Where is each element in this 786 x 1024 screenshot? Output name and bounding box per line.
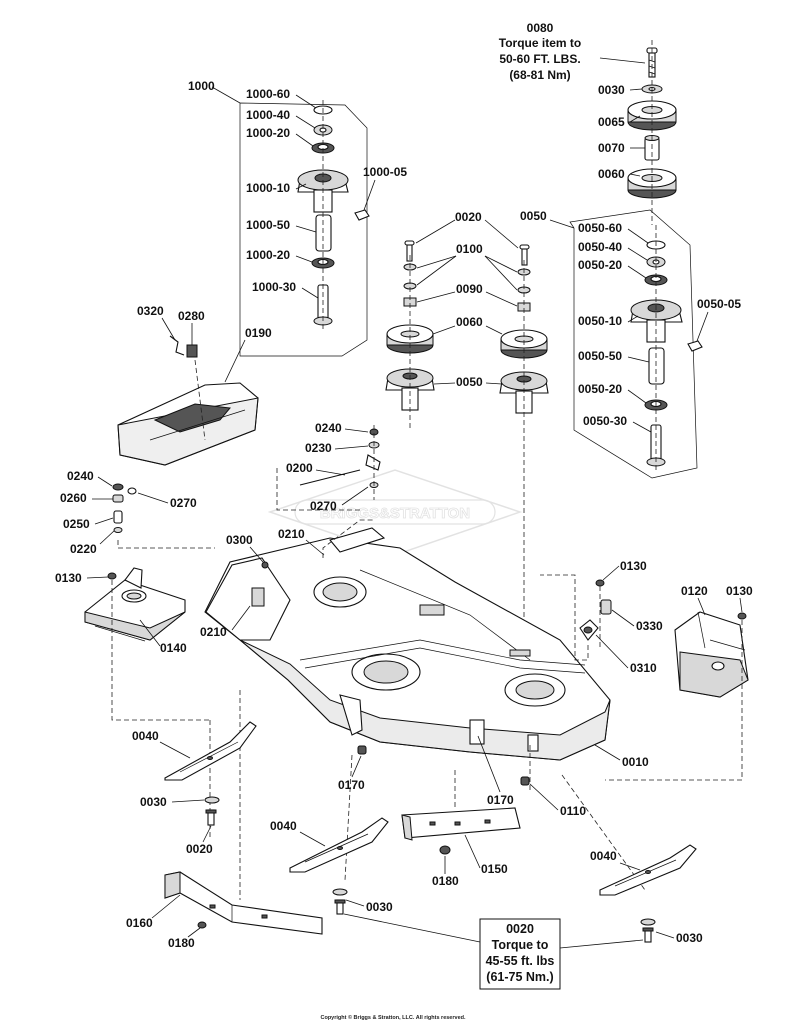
blade-center [289, 817, 389, 873]
label-0260: 0260 [60, 491, 87, 505]
label-0270-left: 0270 [170, 496, 197, 510]
label-0040-center: 0040 [270, 819, 297, 833]
label-0240-left: 0240 [67, 469, 94, 483]
torque-note-bottom-1: Torque to [492, 938, 549, 952]
torque-note-top-3: (68-81 Nm) [509, 68, 570, 82]
label-0050-50: 0050-50 [578, 349, 622, 363]
label-0130-right: 0130 [726, 584, 753, 598]
spindle-assembly-0050 [569, 209, 703, 479]
label-1000-20-bottom: 1000-20 [246, 248, 290, 262]
center-spindles [385, 240, 549, 700]
label-0020-top: 0020 [455, 210, 482, 224]
label-0270-center: 0270 [310, 499, 337, 513]
copyright: Copyright © Briggs & Stratton, LLC. All … [320, 1014, 466, 1021]
label-0210-top: 0210 [278, 527, 305, 541]
rod-assembly-0200 [276, 425, 381, 511]
svg-text:BRIGGS&STRATTON: BRIGGS&STRATTON [320, 505, 470, 522]
label-0160: 0160 [126, 916, 153, 930]
torque-note-top-2: 50-60 FT. LBS. [499, 52, 580, 66]
label-0170-left: 0170 [338, 778, 365, 792]
belt-cover-0190 [117, 382, 259, 466]
label-0170-right: 0170 [487, 793, 514, 807]
label-0030-right: 0030 [676, 931, 703, 945]
label-0010: 0010 [622, 755, 649, 769]
label-0190: 0190 [245, 326, 272, 340]
label-0030-left: 0030 [140, 795, 167, 809]
label-0020-left: 0020 [186, 842, 213, 856]
label-0050-20-bottom: 0050-20 [578, 382, 622, 396]
torque-note-top-1: Torque item to [499, 36, 581, 50]
label-0330: 0330 [636, 619, 663, 633]
baffle-0150 [401, 807, 521, 841]
label-0040-right: 0040 [590, 849, 617, 863]
torque-note-bottom-2: 45-55 ft. lbs [486, 954, 555, 968]
brand-watermark: BRIGGS&STRATTON [267, 469, 523, 556]
label-1000-50: 1000-50 [246, 218, 290, 232]
label-0050-10: 0050-10 [578, 314, 622, 328]
torque-note-bottom-id: 0020 [506, 922, 534, 936]
label-1000-10: 1000-10 [246, 181, 290, 195]
mower-deck-0010 [204, 527, 611, 761]
label-0050-mid: 0050 [456, 375, 483, 389]
label-1000-60: 1000-60 [246, 87, 290, 101]
discharge-guard-0140 [84, 567, 186, 642]
label-0050-30: 0050-30 [583, 414, 627, 428]
label-0050-top: 0050 [520, 209, 547, 223]
label-0030-center: 0030 [366, 900, 393, 914]
label-0050-60: 0050-60 [578, 221, 622, 235]
label-0210-bottom: 0210 [200, 625, 227, 639]
discharge-chute-0120 [674, 611, 749, 698]
label-0320: 0320 [137, 304, 164, 318]
torque-note-bottom-3: (61-75 Nm.) [486, 970, 553, 984]
baffle-0160 [164, 871, 323, 935]
label-0090: 0090 [456, 282, 483, 296]
label-0040-left: 0040 [132, 729, 159, 743]
label-0050-20-top: 0050-20 [578, 258, 622, 272]
label-0280: 0280 [178, 309, 205, 323]
label-0200: 0200 [286, 461, 313, 475]
label-1000-05: 1000-05 [363, 165, 407, 179]
idler-pulley-stack: 0080 Torque item to 50-60 FT. LBS. (68-8… [499, 21, 677, 225]
label-1000-30: 1000-30 [252, 280, 296, 294]
label-0050-05: 0050-05 [697, 297, 741, 311]
label-0230: 0230 [305, 441, 332, 455]
label-0300: 0300 [226, 533, 253, 547]
spindle-assembly-1000 [239, 100, 370, 357]
label-0060-mid: 0060 [456, 315, 483, 329]
label-0050-40: 0050-40 [578, 240, 622, 254]
label-0070: 0070 [598, 141, 625, 155]
label-0080: 0080 [527, 21, 554, 35]
label-1000-20-top: 1000-20 [246, 126, 290, 140]
label-0240-center: 0240 [315, 421, 342, 435]
label-1000-40: 1000-40 [246, 108, 290, 122]
label-0130-left: 0130 [55, 571, 82, 585]
label-0120: 0120 [681, 584, 708, 598]
label-1000: 1000 [188, 79, 215, 93]
label-0065: 0065 [598, 115, 625, 129]
label-0220: 0220 [70, 542, 97, 556]
torque-note-bottom: 0020 Torque to 45-55 ft. lbs (61-75 Nm.) [479, 918, 561, 990]
label-0110: 0110 [560, 804, 586, 818]
label-0130-mid: 0130 [620, 559, 647, 573]
label-0150: 0150 [481, 862, 508, 876]
label-0030-top: 0030 [598, 83, 625, 97]
label-0100: 0100 [456, 242, 483, 256]
label-0310: 0310 [630, 661, 657, 675]
label-0180-center: 0180 [432, 874, 459, 888]
blade-right [599, 844, 697, 896]
label-0060-top: 0060 [598, 167, 625, 181]
label-0250: 0250 [63, 517, 90, 531]
label-0140: 0140 [160, 641, 187, 655]
blade-left [164, 721, 257, 781]
label-0180-left: 0180 [168, 936, 195, 950]
